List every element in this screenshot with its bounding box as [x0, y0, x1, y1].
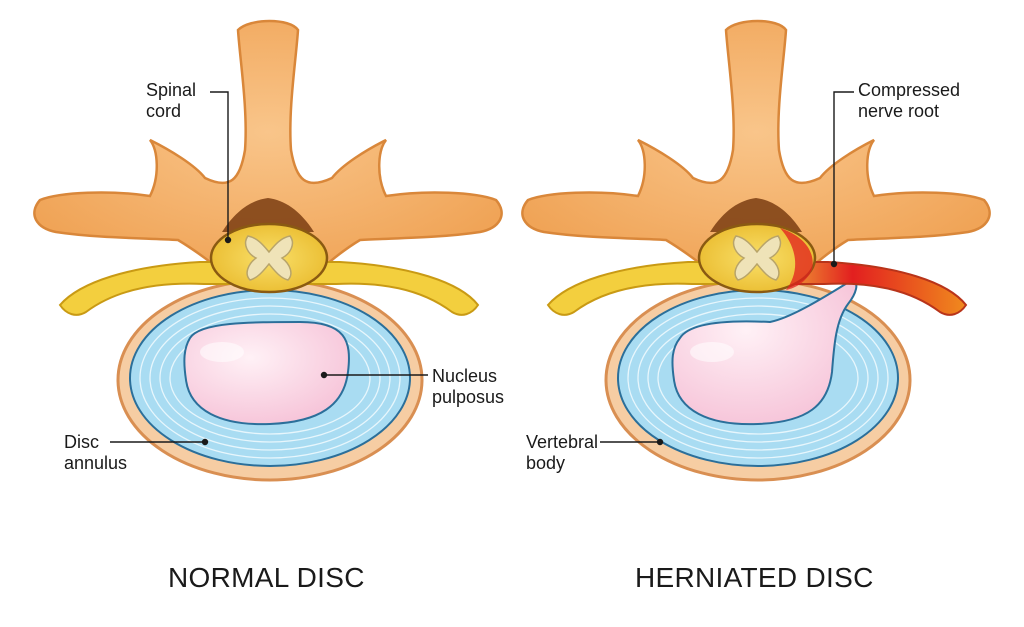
- label-spinal-cord-line1: Spinal: [146, 80, 197, 100]
- label-spinal-cord: Spinal cord: [146, 80, 196, 122]
- label-disc-annulus-line2: annulus: [64, 453, 128, 473]
- label-nucleus-pulposus-line2: pulposus: [432, 387, 505, 407]
- herniated-grey-matter: [732, 235, 782, 281]
- label-nucleus-pulposus-line1: Nucleus: [432, 366, 498, 386]
- title-herniated-disc: HERNIATED DISC: [635, 562, 874, 593]
- label-spinal-cord-line2: cord: [146, 101, 182, 121]
- label-compressed-nerve-root-line1: Compressed: [858, 80, 961, 100]
- compressed-nerve-root: [759, 261, 968, 316]
- label-compressed-nerve-root: Compressed nerve root: [858, 80, 960, 122]
- herniated-leader-lines: [600, 91, 854, 446]
- label-compressed-nerve-root-line2: nerve root: [858, 101, 940, 121]
- label-nucleus-pulposus: Nucleus pulposus: [432, 366, 504, 408]
- label-disc-annulus-line1: Disc: [64, 432, 99, 452]
- label-vertebral-body: Vertebral body: [526, 432, 598, 474]
- normal-vertebra: [33, 19, 503, 482]
- label-vertebral-body-line2: body: [526, 453, 566, 473]
- herniated-vertebra: [521, 19, 991, 482]
- normal-nerve-roots: [58, 261, 480, 316]
- normal-annulus-rings: [139, 297, 401, 459]
- label-vertebral-body-line1: Vertebral: [526, 432, 599, 452]
- normal-grey-matter: [244, 235, 294, 281]
- herniated-nucleus-pulposus: [671, 278, 858, 426]
- normal-leader-lines: [110, 91, 428, 446]
- herniated-annulus-rings: [627, 297, 889, 459]
- title-normal-disc: NORMAL DISC: [168, 562, 365, 593]
- label-disc-annulus: Disc annulus: [64, 432, 127, 474]
